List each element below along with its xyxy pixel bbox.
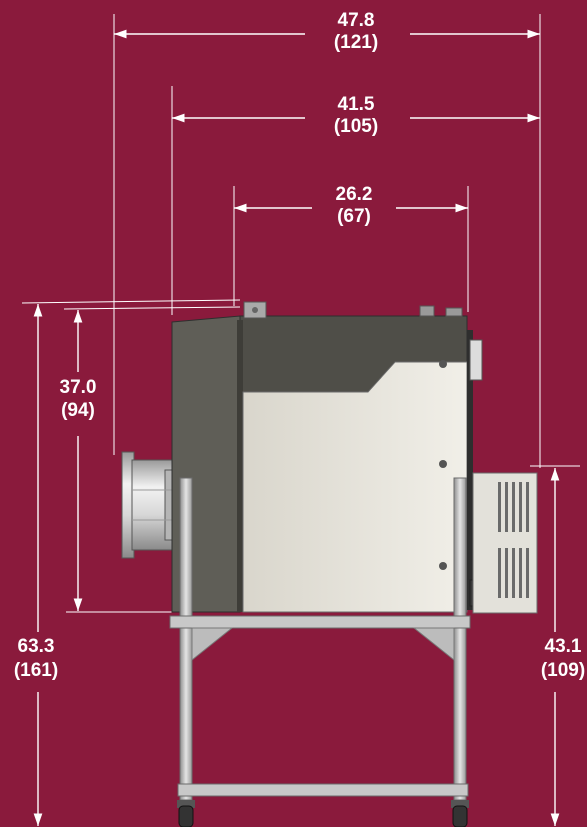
machine — [121, 301, 538, 827]
cabinet-height-metric: (94) — [61, 400, 95, 421]
cabinet-width-metric: (67) — [337, 206, 371, 227]
dimension-body-width: 41.5 (105) — [172, 94, 540, 137]
overall-height-metric: (161) — [14, 660, 58, 681]
cabinet-width-value: 26.2 — [336, 184, 373, 205]
panel-height-value: 43.1 — [545, 636, 582, 657]
dimension-overall-height: 63.3 (161) — [14, 304, 58, 826]
dimension-cabinet-height: 37.0 (94) — [60, 310, 97, 611]
dimension-overall-width: 47.8 (121) — [114, 10, 540, 53]
chamber-cylinder — [121, 451, 178, 559]
electrical-box — [472, 472, 538, 614]
extension-lines — [21, 14, 580, 613]
panel-height-metric: (109) — [541, 660, 585, 681]
overall-width-value: 47.8 — [338, 10, 375, 31]
caster-wheels — [177, 800, 469, 827]
dimension-panel-height: 43.1 (109) — [541, 468, 585, 826]
overall-height-value: 63.3 — [18, 636, 55, 657]
body-width-value: 41.5 — [338, 94, 375, 115]
body-width-metric: (105) — [334, 116, 378, 137]
cabinet-height-value: 37.0 — [60, 377, 97, 398]
overall-width-metric: (121) — [334, 32, 378, 53]
dimension-cabinet-width: 26.2 (67) — [234, 184, 468, 227]
support-stand — [169, 477, 471, 801]
